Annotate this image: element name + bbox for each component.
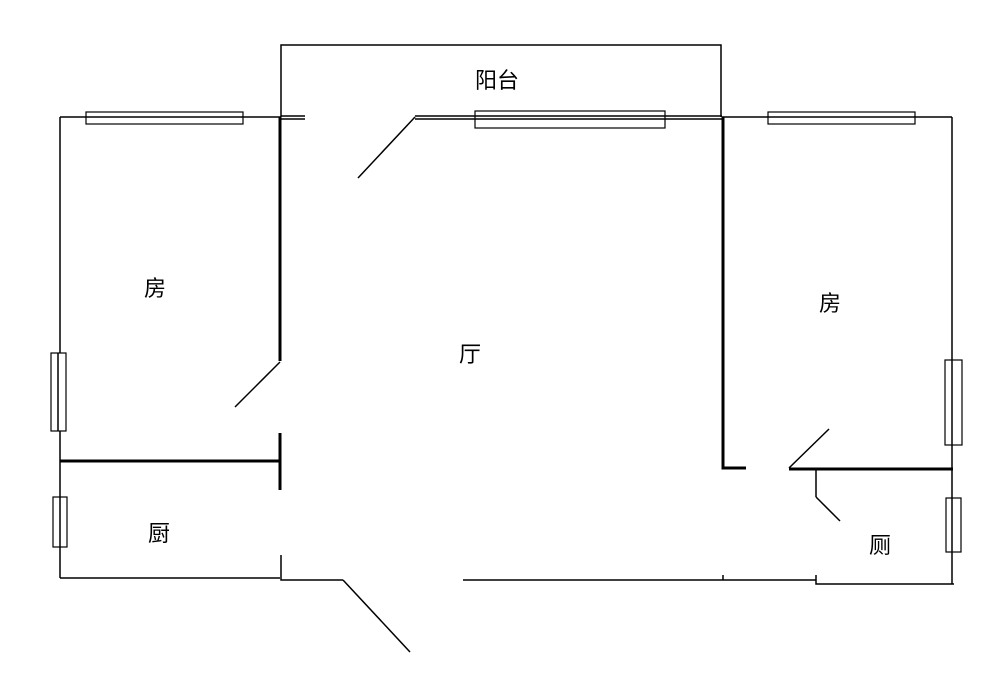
balcony-walls — [280, 44, 722, 117]
label-bedroom-right: 房 — [819, 292, 841, 317]
label-balcony: 阳台 — [475, 69, 519, 94]
interior-walls — [60, 117, 953, 497]
label-toilet: 厕 — [869, 534, 891, 559]
windows — [50, 110, 963, 553]
label-living-room: 厅 — [459, 343, 481, 368]
label-kitchen: 厨 — [148, 522, 170, 547]
door-swings — [234, 116, 841, 653]
label-bedroom-left: 房 — [144, 277, 166, 302]
exterior-walls — [59, 115, 954, 585]
